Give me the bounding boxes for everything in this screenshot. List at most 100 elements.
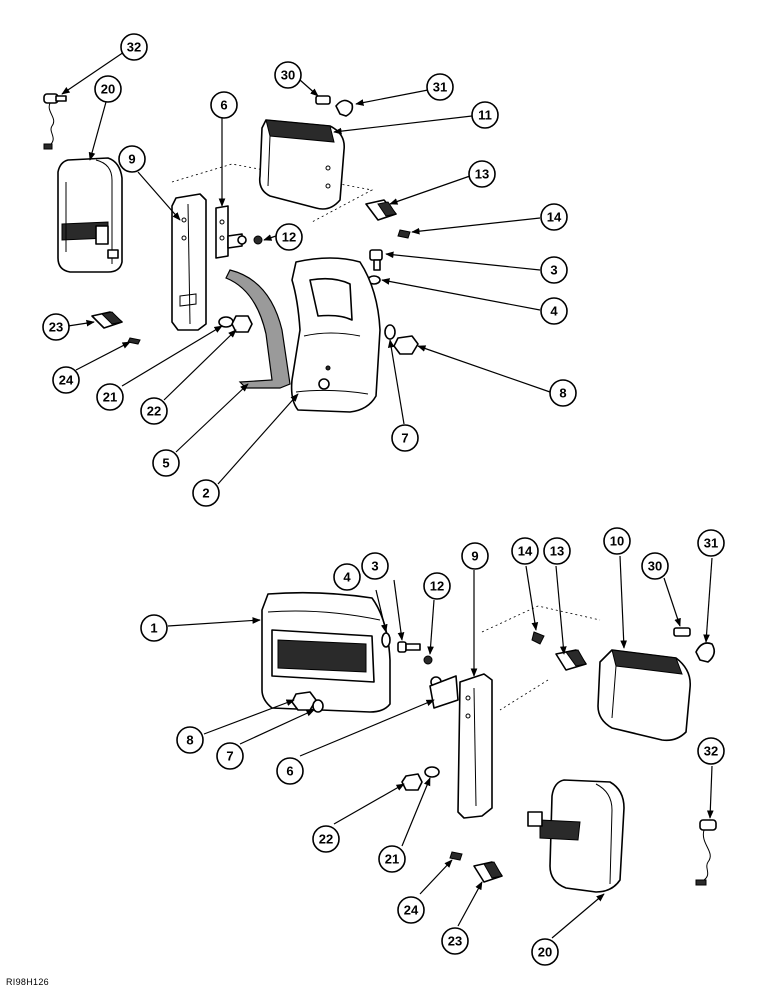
callout-20: 20 <box>94 75 122 103</box>
callout-14: 14 <box>540 203 568 231</box>
callout-30: 30 <box>641 552 669 580</box>
callout-12: 12 <box>275 223 303 251</box>
svg-text:6: 6 <box>220 98 227 113</box>
svg-text:31: 31 <box>704 536 718 551</box>
figure-reference-code: RI98H126 <box>6 977 49 987</box>
svg-text:32: 32 <box>127 40 141 55</box>
callout-7: 7 <box>391 424 419 452</box>
callout-32: 32 <box>120 33 148 61</box>
svg-text:8: 8 <box>186 733 193 748</box>
svg-text:3: 3 <box>550 263 557 278</box>
washer-part <box>381 632 391 648</box>
svg-text:4: 4 <box>343 570 351 585</box>
svg-text:7: 7 <box>401 431 408 446</box>
svg-text:24: 24 <box>404 903 419 918</box>
svg-text:14: 14 <box>547 210 562 225</box>
callout-23: 23 <box>42 313 70 341</box>
svg-text:30: 30 <box>648 559 662 574</box>
callout-4: 4 <box>540 297 568 325</box>
corner-fender-part <box>290 257 381 413</box>
bracket-part <box>429 675 459 709</box>
callout-8: 8 <box>176 726 204 754</box>
washer-part <box>312 699 324 713</box>
svg-text:13: 13 <box>475 167 489 182</box>
svg-text:9: 9 <box>128 152 135 167</box>
svg-text:14: 14 <box>518 544 533 559</box>
svg-text:12: 12 <box>430 579 444 594</box>
svg-text:10: 10 <box>610 534 624 549</box>
svg-text:11: 11 <box>478 108 492 123</box>
callout-12: 12 <box>423 572 451 600</box>
bulb-part <box>695 642 716 663</box>
fender-panel-part <box>261 591 391 713</box>
svg-text:24: 24 <box>59 373 74 388</box>
callout-32: 32 <box>697 737 725 765</box>
svg-text:5: 5 <box>162 456 169 471</box>
nut-part <box>253 235 263 245</box>
callout-22: 22 <box>312 825 340 853</box>
callout-2: 2 <box>192 479 220 507</box>
bulb-part <box>335 99 354 117</box>
mounting-bar-part <box>457 673 493 819</box>
bulb-socket-part <box>695 819 717 886</box>
callout-22: 22 <box>140 397 168 425</box>
svg-text:13: 13 <box>550 544 564 559</box>
svg-text:9: 9 <box>471 549 478 564</box>
svg-text:12: 12 <box>282 230 296 245</box>
callout-8: 8 <box>549 379 577 407</box>
callout-9: 9 <box>461 542 489 570</box>
bulb-small-part <box>315 95 331 105</box>
nut-part <box>401 773 423 791</box>
connector-part <box>473 861 503 883</box>
svg-text:21: 21 <box>103 390 117 405</box>
svg-text:23: 23 <box>448 934 462 949</box>
bolt-part <box>397 641 421 653</box>
svg-text:8: 8 <box>559 386 566 401</box>
terminal-part <box>531 631 545 645</box>
callout-6: 6 <box>210 91 238 119</box>
bulb-socket-part <box>43 93 67 150</box>
svg-text:6: 6 <box>286 764 293 779</box>
connector-part <box>91 311 124 329</box>
callout-3: 3 <box>361 552 389 580</box>
dashed-outline <box>171 163 374 223</box>
callout-11: 11 <box>471 101 499 129</box>
terminal-part <box>127 337 141 345</box>
callout-1: 1 <box>140 614 168 642</box>
washer-part <box>218 316 234 328</box>
svg-text:30: 30 <box>281 68 295 83</box>
callout-5: 5 <box>152 449 180 477</box>
svg-text:22: 22 <box>147 404 161 419</box>
connector-part <box>365 199 397 221</box>
leader-lines <box>61 51 714 939</box>
connector-part <box>555 649 587 671</box>
callout-30: 30 <box>274 61 302 89</box>
callout-13: 13 <box>468 160 496 188</box>
washer-part <box>424 766 440 778</box>
svg-text:7: 7 <box>226 749 233 764</box>
callout-31: 31 <box>426 73 454 101</box>
terminal-part <box>397 229 411 239</box>
callout-7: 7 <box>216 742 244 770</box>
nut-part <box>231 315 253 333</box>
callout-9: 9 <box>118 145 146 173</box>
callout-24: 24 <box>52 366 80 394</box>
callout-4: 4 <box>333 563 361 591</box>
nut-part <box>423 655 433 665</box>
callout-20: 20 <box>531 938 559 966</box>
mounting-bar-part <box>171 193 207 331</box>
callout-6: 6 <box>276 757 304 785</box>
svg-text:4: 4 <box>550 304 558 319</box>
terminal-part <box>449 851 463 861</box>
bulb-small-part <box>673 627 691 637</box>
callout-21: 21 <box>378 845 406 873</box>
callout-31: 31 <box>697 529 725 557</box>
lamp-housing-part <box>57 157 123 273</box>
svg-text:2: 2 <box>202 486 209 501</box>
lamp-module-part <box>597 649 692 742</box>
dashed-outline <box>481 605 601 711</box>
callout-23: 23 <box>441 927 469 955</box>
svg-text:32: 32 <box>704 744 718 759</box>
svg-text:20: 20 <box>101 82 115 97</box>
